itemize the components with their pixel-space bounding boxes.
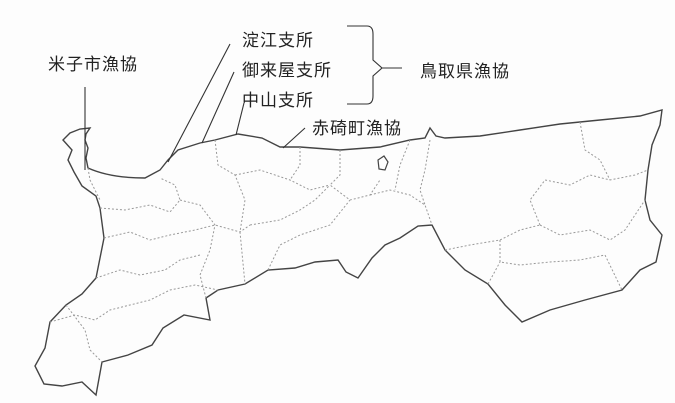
label-mikuriya-branch: 御来屋支所 (242, 61, 332, 81)
label-nakayama-branch: 中山支所 (242, 91, 314, 111)
municipal-borders (49, 121, 649, 363)
label-tottori-pref-fishery-coop: 鳥取県漁協 (420, 62, 510, 82)
leader-lines (84, 25, 402, 170)
island-patch (377, 155, 389, 171)
prefecture-outline (34, 109, 663, 397)
label-yonago-fishery-coop: 米子市漁協 (48, 55, 138, 75)
label-akasaki-fishery-coop: 赤碕町漁協 (312, 119, 402, 139)
label-yodoe-branch: 淀江支所 (242, 31, 314, 51)
